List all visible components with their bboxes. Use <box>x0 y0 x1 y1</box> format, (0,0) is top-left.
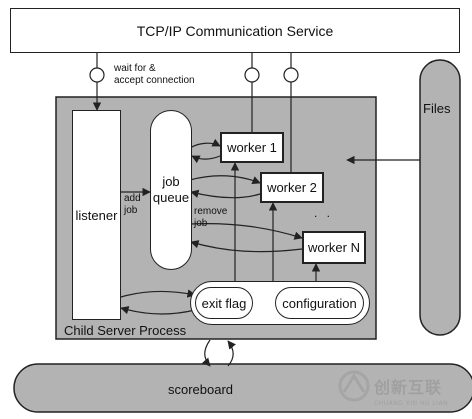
worker-2-label: worker 2 <box>267 180 317 195</box>
tcp-ip-service-box: TCP/IP Communication Service <box>10 8 460 53</box>
job-queue-pill: job queue <box>150 110 192 270</box>
child-server-process-label: Child Server Process <box>64 323 187 338</box>
watermark-pinyin: CHUANG XIN HU LIAN <box>374 400 449 407</box>
tcp-ip-service-label: TCP/IP Communication Service <box>136 22 334 39</box>
wait-accept-line-1: wait for & <box>114 63 156 74</box>
add-job-line-2: job <box>124 204 138 216</box>
files-cylinder <box>419 59 461 336</box>
add-job-label: add job <box>124 193 141 216</box>
worker-2-box: worker 2 <box>260 172 324 203</box>
listener-label: listener <box>75 207 118 223</box>
add-job-line-1: add <box>124 193 141 204</box>
worker-n-box: worker N <box>302 231 366 264</box>
remove-job-line-2: job <box>194 217 208 229</box>
watermark-text: 创新互联 CHUANG XIN HU LIAN <box>374 374 448 407</box>
watermark-cn: 创新互联 <box>374 378 443 397</box>
worker-ellipsis: . . <box>314 206 334 220</box>
exit-flag-pill: exit flag <box>195 287 253 319</box>
remove-job-line-1: remove <box>194 206 228 217</box>
configuration-pill: configuration <box>275 287 364 319</box>
job-queue-label: job queue <box>153 174 189 207</box>
job-queue-line-2: queue <box>152 190 190 205</box>
exit-flag-label: exit flag <box>201 295 247 311</box>
job-queue-line-1: job <box>162 173 180 189</box>
wait-accept-line-2: accept connection <box>114 74 195 86</box>
worker-1-label: worker 1 <box>227 140 277 155</box>
remove-job-label: remove job <box>194 206 227 229</box>
files-label: Files <box>423 101 451 116</box>
connector-circle <box>89 67 105 83</box>
scoreboard-label: scoreboard <box>168 382 234 397</box>
connector-circle <box>283 67 299 83</box>
listener-box: listener <box>72 110 121 320</box>
wait-accept-label: wait for & accept connection <box>114 63 195 86</box>
connector-circle <box>244 67 260 83</box>
worker-n-label: worker N <box>307 240 360 255</box>
configuration-label: configuration <box>282 295 357 311</box>
worker-1-box: worker 1 <box>220 132 284 163</box>
watermark-logo-icon <box>338 370 370 402</box>
